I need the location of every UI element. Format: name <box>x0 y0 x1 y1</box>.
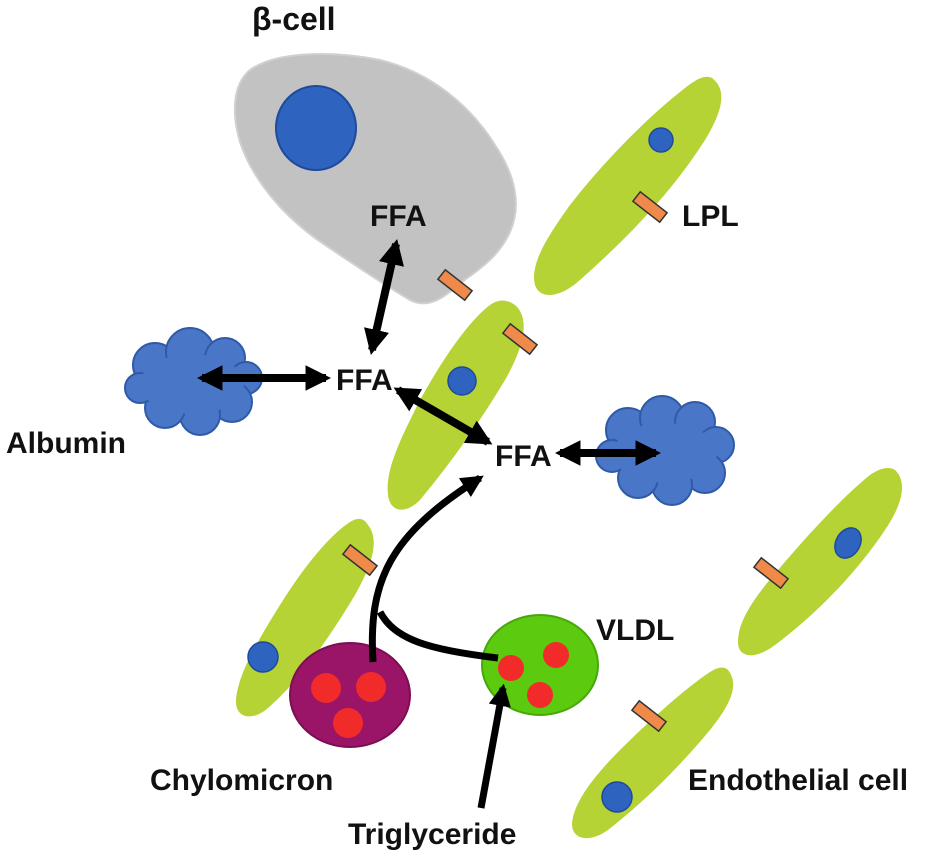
beta-cell-nucleus <box>275 85 357 171</box>
labels: β-cell FFA LPL FFA Albumin FFA VLDL Chyl… <box>6 1 908 851</box>
endothelial-nucleus <box>447 366 477 396</box>
lpl-marker <box>436 268 474 302</box>
arrows <box>196 239 662 809</box>
label-endothelial-cell: Endothelial cell <box>688 764 908 797</box>
endothelial-cell-body <box>572 667 734 839</box>
label-beta-cell: β-cell <box>252 1 336 37</box>
triglyceride-dot <box>333 708 363 738</box>
vldl-particle <box>481 614 599 716</box>
label-ffa-center: FFA <box>336 364 393 397</box>
label-vldl: VLDL <box>596 614 674 647</box>
chylomicron <box>289 642 411 748</box>
endothelial-cell-lower-left <box>235 518 374 717</box>
label-lpl: LPL <box>682 200 739 233</box>
triglyceride-dot <box>543 642 569 668</box>
arrow-vldl-branch <box>376 610 499 662</box>
lpl-marker <box>630 699 668 733</box>
chylomicron-particle <box>289 642 411 748</box>
lpl-markers <box>341 190 790 733</box>
endothelial-nucleus <box>834 527 862 559</box>
endothelial-cell-body <box>534 76 722 296</box>
triglyceride-dot <box>498 655 524 681</box>
lpl-marker <box>341 543 379 577</box>
lpl-marker <box>631 190 669 224</box>
lpl-marker <box>501 322 539 356</box>
label-chylomicron: Chylomicron <box>150 764 333 797</box>
triglyceride-dot <box>311 673 341 703</box>
arrow-ffa-ffa <box>393 386 493 446</box>
triglyceride-dot <box>356 672 386 702</box>
endothelial-cell-upper-right <box>534 76 722 296</box>
endothelial-nucleus <box>247 641 279 673</box>
endothelial-nucleus <box>648 127 674 153</box>
arrow-triglyceride <box>477 683 511 809</box>
beta-cell <box>233 53 517 305</box>
endothelial-cell-body <box>738 467 903 656</box>
beta-cell-body <box>233 53 517 305</box>
endothelial-nucleus <box>601 781 633 813</box>
triglyceride-dot <box>527 682 553 708</box>
label-albumin: Albumin <box>6 427 126 460</box>
label-ffa-top: FFA <box>370 200 427 233</box>
lpl-marker <box>752 556 790 590</box>
endothelial-cell-lower-right <box>738 467 903 656</box>
label-ffa-right: FFA <box>495 440 552 473</box>
vldl <box>481 614 599 716</box>
arrow-ffa-beta-cell <box>364 239 404 355</box>
label-triglyceride: Triglyceride <box>348 818 516 851</box>
endothelial-cell-bottom <box>572 667 734 839</box>
arrow-chylomicron-to-ffa <box>368 475 484 663</box>
